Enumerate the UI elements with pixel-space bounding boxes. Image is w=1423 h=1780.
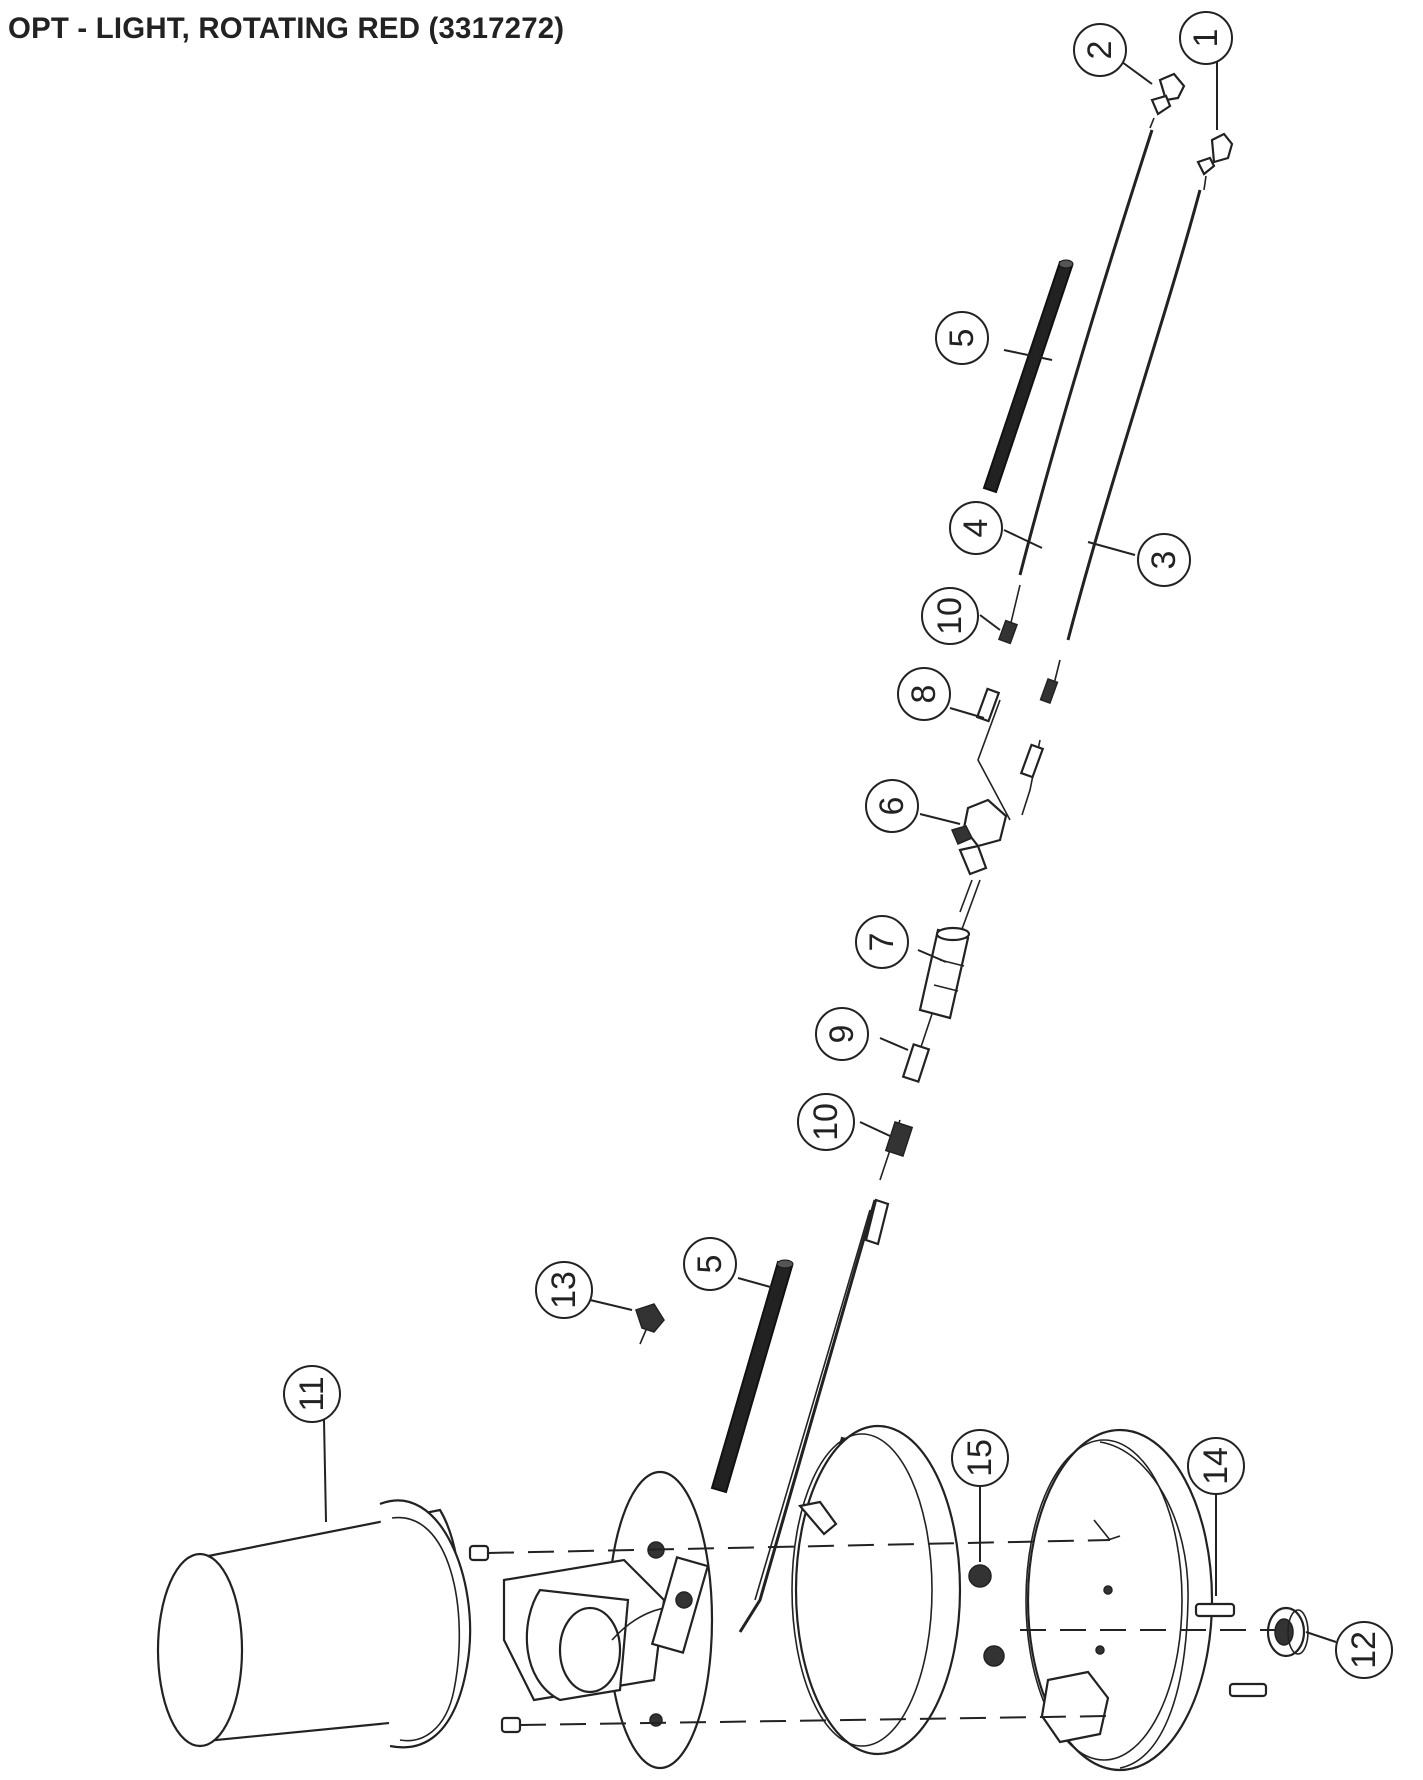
nut-15-upper (968, 1564, 992, 1588)
callout-11-label: 11 (293, 1376, 331, 1411)
terminal-9 (901, 1042, 931, 1084)
callout-6: 6 (865, 779, 919, 833)
callout-13-label: 13 (545, 1271, 583, 1309)
alignment-lines (487, 1539, 1276, 1726)
callout-12: 12 (1335, 1621, 1393, 1679)
callout-12-label: 12 (1345, 1631, 1383, 1669)
butt-connector-upper (997, 619, 1059, 705)
callout-10-lower: 10 (797, 1093, 855, 1151)
bolt-14-lower (1228, 1682, 1268, 1698)
connector-plug-7 (918, 926, 971, 1020)
callout-13: 13 (535, 1261, 593, 1319)
callout-3: 3 (1137, 533, 1191, 587)
callout-4-label: 4 (957, 519, 995, 538)
callout-10-lower-label: 10 (807, 1103, 845, 1141)
wire-loom-upper (982, 259, 1074, 494)
leader-lines (323, 60, 1337, 1643)
bolt-14-upper (1194, 1602, 1236, 1618)
callout-5-upper-label: 5 (943, 329, 981, 348)
callout-8-label: 8 (905, 685, 943, 704)
callout-15-label: 15 (961, 1439, 999, 1477)
nut-15-lower (983, 1645, 1005, 1667)
ring-terminal-2 (1149, 72, 1186, 129)
grommet-12 (1266, 1606, 1309, 1658)
base-housing (1025, 1428, 1214, 1772)
callout-3-label: 3 (1145, 551, 1183, 570)
callout-9: 9 (815, 1007, 869, 1061)
callout-14-label: 14 (1197, 1447, 1235, 1485)
splice-connector-8 (975, 687, 1045, 779)
lamp-motor-assembly (502, 1470, 714, 1770)
callout-1: 1 (1179, 11, 1233, 65)
screw-lower-left (500, 1716, 522, 1734)
screw-upper-left (468, 1544, 490, 1562)
butt-connector-lower (864, 1121, 914, 1246)
callout-7: 7 (855, 915, 909, 969)
mounting-ring (791, 1424, 962, 1756)
callout-7-label: 7 (863, 933, 901, 952)
callout-5-lower-label: 5 (691, 1255, 729, 1274)
callout-10-upper: 10 (921, 587, 979, 645)
callout-5-lower: 5 (683, 1237, 737, 1291)
callout-5-upper: 5 (935, 311, 989, 365)
callout-14: 14 (1187, 1437, 1245, 1495)
callout-10-upper-label: 10 (931, 597, 969, 635)
diagram-title: OPT - LIGHT, ROTATING RED (3317272) (8, 12, 565, 45)
wire-clip-13 (635, 1303, 665, 1345)
callout-2-label: 2 (1081, 41, 1119, 60)
callout-8: 8 (897, 667, 951, 721)
callout-9-label: 9 (823, 1025, 861, 1044)
connector-housing-6 (950, 798, 1008, 913)
callout-4: 4 (949, 501, 1003, 555)
callout-15: 15 (951, 1429, 1009, 1487)
callout-11: 11 (283, 1365, 341, 1423)
dome-lens-11 (156, 1499, 472, 1749)
callout-1-label: 1 (1187, 29, 1225, 48)
callout-2: 2 (1073, 23, 1127, 77)
ring-terminal-1 (1196, 132, 1234, 191)
callout-6-label: 6 (873, 797, 911, 816)
wire-loom-lower (710, 1259, 794, 1494)
